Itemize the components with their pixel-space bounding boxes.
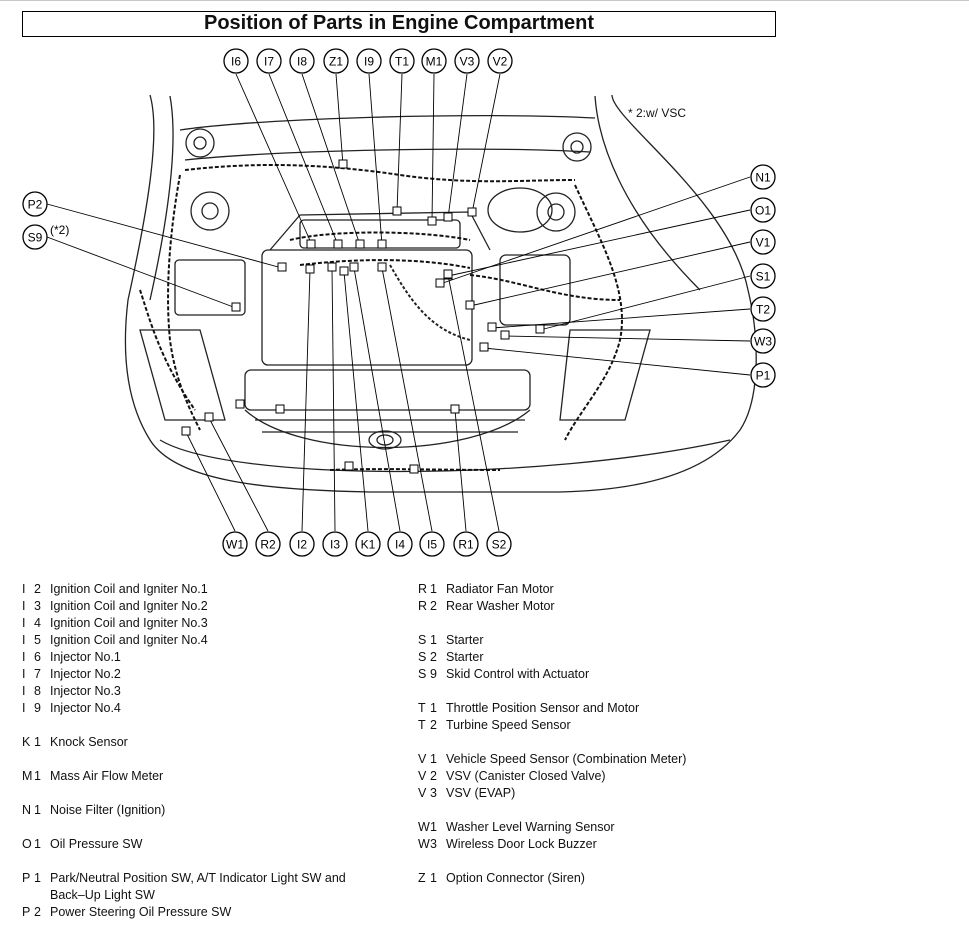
callout-s1[interactable]: S1 xyxy=(750,263,776,289)
svg-text:S2: S2 xyxy=(492,538,507,552)
callout-r2[interactable]: R2 xyxy=(255,531,281,557)
svg-text:I4: I4 xyxy=(395,538,405,552)
callout-n1[interactable]: N1 xyxy=(750,164,776,190)
svg-text:T2: T2 xyxy=(756,303,770,317)
callout-o1[interactable]: O1 xyxy=(750,197,776,223)
callout-t1[interactable]: T1 xyxy=(389,48,415,74)
callout-w1[interactable]: W1 xyxy=(222,531,248,557)
svg-text:I7: I7 xyxy=(264,55,274,69)
callout-i9[interactable]: I9 xyxy=(356,48,382,74)
svg-text:R2: R2 xyxy=(260,538,276,552)
svg-text:I6: I6 xyxy=(231,55,241,69)
svg-text:S9: S9 xyxy=(28,231,43,245)
callouts-left: P2 S9 xyxy=(22,191,48,250)
callout-s9[interactable]: S9 xyxy=(22,224,48,250)
svg-text:V1: V1 xyxy=(756,236,771,250)
callout-p1[interactable]: P1 xyxy=(750,362,776,388)
star-note: (*2) xyxy=(50,223,69,237)
page-title: Position of Parts in Engine Compartment xyxy=(22,11,776,37)
callout-i8[interactable]: I8 xyxy=(289,48,315,74)
callouts-top: I6 I7 I8 Z1 I9 T1 M1 V3 V2 xyxy=(223,48,513,74)
callout-i3[interactable]: I3 xyxy=(322,531,348,557)
svg-text:I3: I3 xyxy=(330,538,340,552)
vsc-note: * 2:w/ VSC xyxy=(628,106,687,120)
callout-r1[interactable]: R1 xyxy=(453,531,479,557)
svg-text:W1: W1 xyxy=(226,538,244,552)
callout-m1[interactable]: M1 xyxy=(421,48,447,74)
leader-lines xyxy=(46,73,751,532)
callout-i4[interactable]: I4 xyxy=(387,531,413,557)
svg-text:W3: W3 xyxy=(754,335,772,349)
callouts-right: N1 O1 V1 S1 T2 W3 P1 xyxy=(750,164,776,388)
svg-text:I2: I2 xyxy=(297,538,307,552)
engine-compartment-diagram: (*2) I6 I7 I8 Z1 I9 T1 M1 V3 V2 P2 S9 N1… xyxy=(22,48,776,557)
top-rule xyxy=(0,0,969,1)
engine-outline xyxy=(124,94,757,493)
svg-text:K1: K1 xyxy=(361,538,376,552)
svg-text:I5: I5 xyxy=(427,538,437,552)
svg-text:V2: V2 xyxy=(493,55,508,69)
svg-text:M1: M1 xyxy=(426,55,443,69)
callout-v1[interactable]: V1 xyxy=(750,229,776,255)
callout-v2[interactable]: V2 xyxy=(487,48,513,74)
callout-v3[interactable]: V3 xyxy=(454,48,480,74)
callout-i7[interactable]: I7 xyxy=(256,48,282,74)
svg-text:V3: V3 xyxy=(460,55,475,69)
svg-text:Z1: Z1 xyxy=(329,55,343,69)
callout-s2[interactable]: S2 xyxy=(486,531,512,557)
callout-z1[interactable]: Z1 xyxy=(323,48,349,74)
svg-text:T1: T1 xyxy=(395,55,409,69)
callout-i5[interactable]: I5 xyxy=(419,531,445,557)
callout-i2[interactable]: I2 xyxy=(289,531,315,557)
callout-w3[interactable]: W3 xyxy=(750,328,776,354)
svg-text:S1: S1 xyxy=(756,270,771,284)
callout-t2[interactable]: T2 xyxy=(750,296,776,322)
svg-text:P1: P1 xyxy=(756,369,771,383)
connector-markers xyxy=(181,159,545,474)
callouts-bottom: W1 R2 I2 I3 K1 I4 I5 R1 S2 xyxy=(222,531,512,557)
callout-k1[interactable]: K1 xyxy=(355,531,381,557)
svg-text:O1: O1 xyxy=(755,204,771,218)
svg-text:N1: N1 xyxy=(755,171,771,185)
callout-i6[interactable]: I6 xyxy=(223,48,249,74)
svg-text:R1: R1 xyxy=(458,538,474,552)
callout-p2[interactable]: P2 xyxy=(22,191,48,217)
svg-text:I8: I8 xyxy=(297,55,307,69)
svg-text:I9: I9 xyxy=(364,55,374,69)
svg-text:P2: P2 xyxy=(28,198,43,212)
